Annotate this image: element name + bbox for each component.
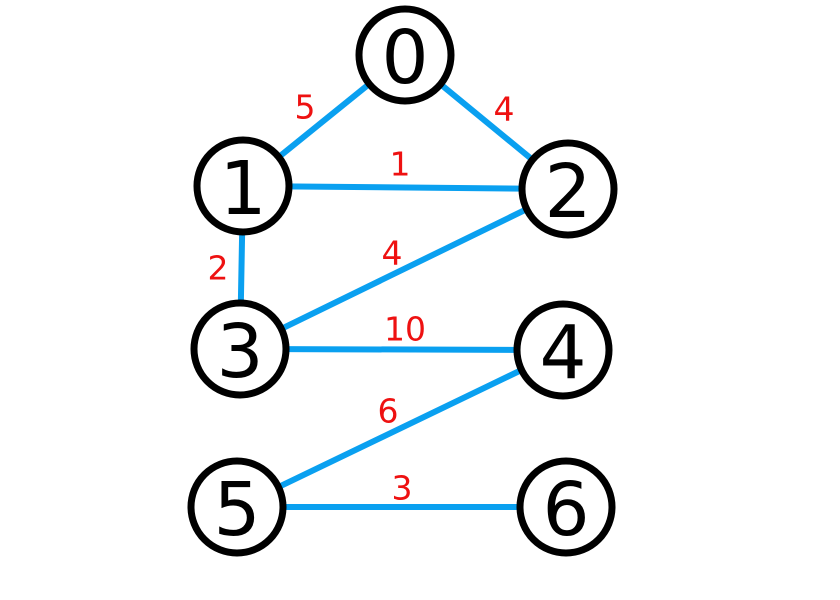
edge-weight-3-4: 10 (384, 310, 426, 349)
node-label-1: 1 (219, 146, 266, 232)
node-circle-2 (518, 139, 618, 239)
node-circle-5 (187, 457, 287, 557)
edge-weight-2-3: 4 (382, 234, 403, 273)
edge-3-4 (237, 346, 566, 353)
node-circle-0 (355, 5, 455, 105)
node-label-5: 5 (213, 467, 260, 553)
edges-layer (234, 52, 571, 510)
node-3: 3 (190, 299, 290, 399)
node-4: 4 (513, 300, 613, 400)
node-label-6: 6 (542, 467, 589, 553)
node-label-0: 0 (381, 15, 428, 101)
edge-weights-layer: 5 4 1 2 4 10 6 3 (208, 88, 515, 508)
node-circle-3 (190, 299, 290, 399)
node-circle-1 (193, 136, 293, 236)
edge-weight-0-1: 5 (295, 88, 316, 127)
edge-weight-0-2: 4 (494, 90, 515, 129)
edge-weight-1-2: 1 (390, 145, 411, 184)
edge-weight-5-6: 3 (392, 469, 413, 508)
edge-weight-4-5: 6 (378, 392, 399, 431)
edge-4-5 (234, 347, 566, 510)
edge-1-2 (240, 183, 571, 192)
node-1: 1 (193, 136, 293, 236)
node-circle-6 (516, 457, 616, 557)
node-0: 0 (355, 5, 455, 105)
nodes-layer: 0 1 2 3 4 5 6 (187, 5, 618, 557)
edge-weight-1-3: 2 (208, 249, 229, 288)
node-label-3: 3 (216, 309, 263, 395)
node-label-2: 2 (544, 149, 591, 235)
node-2: 2 (518, 139, 618, 239)
node-circle-4 (513, 300, 613, 400)
edge-2-3 (237, 186, 571, 352)
node-label-4: 4 (539, 310, 586, 396)
node-6: 6 (516, 457, 616, 557)
node-5: 5 (187, 457, 287, 557)
